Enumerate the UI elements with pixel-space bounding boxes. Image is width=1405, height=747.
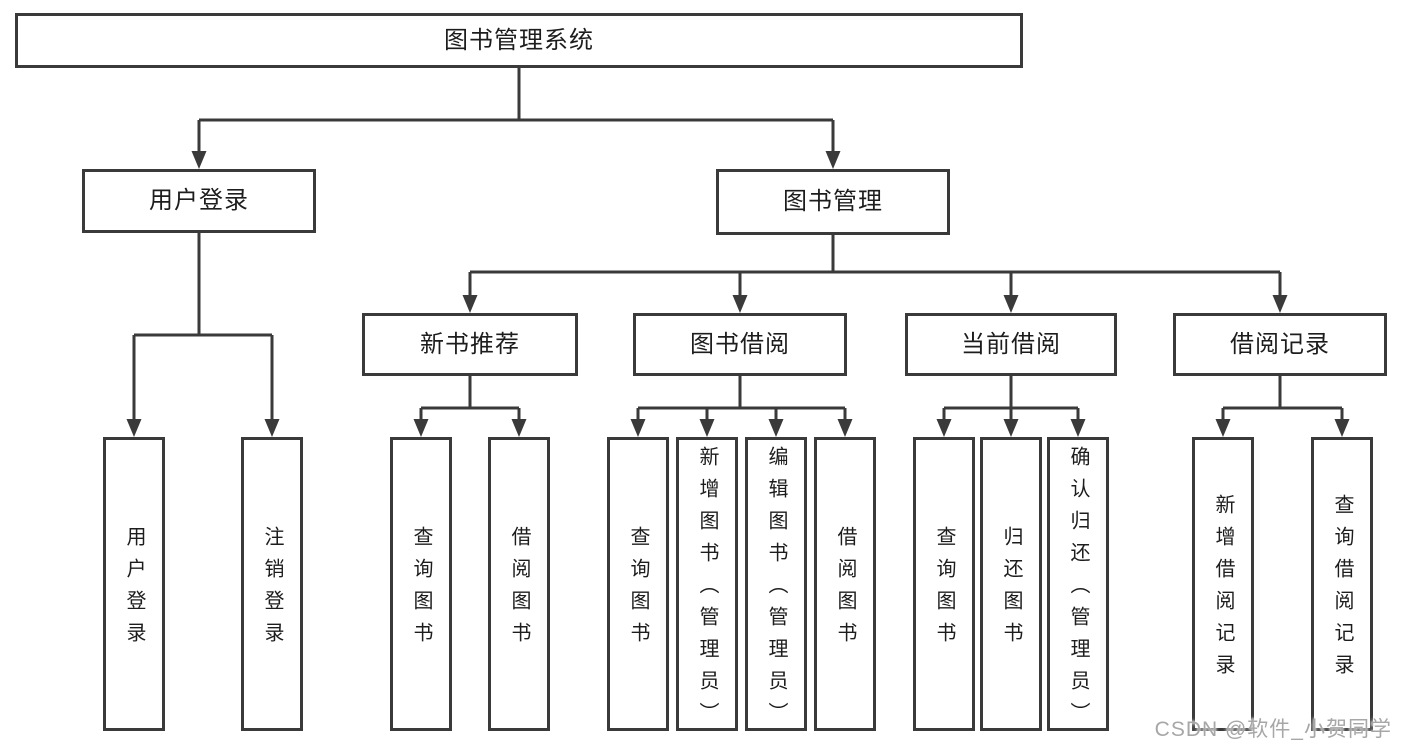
node-leaf-edit-book-label: 编辑图书（管理员） <box>765 446 787 734</box>
node-root-label: 图书管理系统 <box>444 26 594 54</box>
connector-user-login <box>126 232 280 437</box>
arrow-down-icon <box>1215 419 1231 437</box>
node-leaf-logout-label: 注销登录 <box>261 526 283 654</box>
arrow-down-icon <box>1334 419 1350 437</box>
connector-borrow-records <box>1215 375 1350 437</box>
arrow-down-icon <box>630 419 646 437</box>
watermark: CSDN @软件_小贺同学 <box>1154 718 1392 741</box>
node-leaf-return-book-label: 归还图书 <box>1000 526 1022 654</box>
arrow-down-icon <box>699 419 715 437</box>
node-leaf-query-book-1-label: 查询图书 <box>410 526 432 654</box>
node-leaf-edit-book: 编辑图书（管理员） <box>745 437 807 734</box>
node-new-book-rec-label: 新书推荐 <box>420 330 520 358</box>
arrow-down-icon <box>1003 295 1019 313</box>
node-book-mgmt: 图书管理 <box>716 169 950 235</box>
node-leaf-add-record-label: 新增借阅记录 <box>1212 494 1234 686</box>
node-leaf-borrow-book-1: 借阅图书 <box>488 437 550 731</box>
arrow-down-icon <box>825 151 841 169</box>
arrow-down-icon <box>1070 419 1086 437</box>
node-leaf-add-record: 新增借阅记录 <box>1192 437 1254 731</box>
arrow-down-icon <box>462 295 478 313</box>
node-leaf-borrow-book-2: 借阅图书 <box>814 437 876 731</box>
node-book-borrow-label: 图书借阅 <box>690 330 790 358</box>
arrow-down-icon <box>191 151 207 169</box>
connector-book-mgmt <box>462 234 1288 313</box>
node-leaf-query-book-3-label: 查询图书 <box>933 526 955 654</box>
arrow-down-icon <box>264 419 280 437</box>
node-user-login: 用户登录 <box>82 169 316 233</box>
node-leaf-confirm-return-label: 确认归还（管理员） <box>1067 446 1089 734</box>
node-borrow-records-label: 借阅记录 <box>1230 330 1330 358</box>
node-leaf-borrow-book-1-label: 借阅图书 <box>508 526 530 654</box>
connector-root <box>191 67 841 169</box>
node-book-mgmt-label: 图书管理 <box>783 188 883 215</box>
node-current-borrow-label: 当前借阅 <box>961 330 1061 358</box>
node-leaf-add-book: 新增图书（管理员） <box>676 437 738 734</box>
arrow-down-icon <box>936 419 952 437</box>
node-leaf-query-record: 查询借阅记录 <box>1311 437 1373 731</box>
node-leaf-user-login: 用户登录 <box>103 437 165 731</box>
arrow-down-icon <box>126 419 142 437</box>
node-leaf-borrow-book-2-label: 借阅图书 <box>834 526 856 654</box>
node-leaf-logout: 注销登录 <box>241 437 303 731</box>
node-user-login-label: 用户登录 <box>149 187 249 214</box>
arrow-down-icon <box>837 419 853 437</box>
node-leaf-query-record-label: 查询借阅记录 <box>1331 494 1353 686</box>
arrow-down-icon <box>1003 419 1019 437</box>
node-root: 图书管理系统 <box>15 13 1023 68</box>
arrow-down-icon <box>1272 295 1288 313</box>
node-leaf-return-book: 归还图书 <box>980 437 1042 731</box>
node-leaf-user-login-label: 用户登录 <box>123 526 145 654</box>
node-leaf-query-book-3: 查询图书 <box>913 437 975 731</box>
node-leaf-query-book-2-label: 查询图书 <box>627 526 649 654</box>
arrow-down-icon <box>413 419 429 437</box>
node-borrow-records: 借阅记录 <box>1173 313 1387 376</box>
node-current-borrow: 当前借阅 <box>905 313 1117 376</box>
connector-new-book-rec <box>413 375 527 437</box>
node-new-book-rec: 新书推荐 <box>362 313 578 376</box>
arrow-down-icon <box>511 419 527 437</box>
arrow-down-icon <box>768 419 784 437</box>
node-book-borrow: 图书借阅 <box>633 313 847 376</box>
node-leaf-confirm-return: 确认归还（管理员） <box>1047 437 1109 734</box>
arrow-down-icon <box>732 295 748 313</box>
connector-book-borrow <box>630 375 853 437</box>
node-leaf-query-book-1: 查询图书 <box>390 437 452 731</box>
node-leaf-add-book-label: 新增图书（管理员） <box>696 446 718 734</box>
node-leaf-query-book-2: 查询图书 <box>607 437 669 731</box>
connector-current-borrow <box>936 375 1086 437</box>
